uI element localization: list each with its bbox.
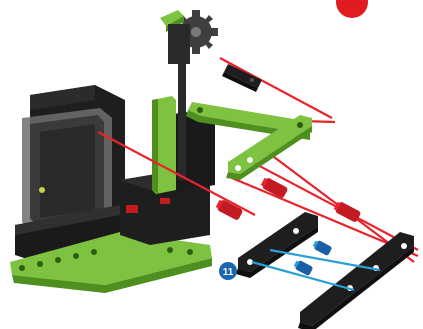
step-number-badge: 11 <box>219 262 237 280</box>
black-axle-connector <box>222 64 262 92</box>
green-post <box>152 96 176 194</box>
step-number-label: 11 <box>223 267 234 278</box>
corner-step-badge <box>336 0 368 18</box>
red-connector-pegs <box>215 176 362 223</box>
